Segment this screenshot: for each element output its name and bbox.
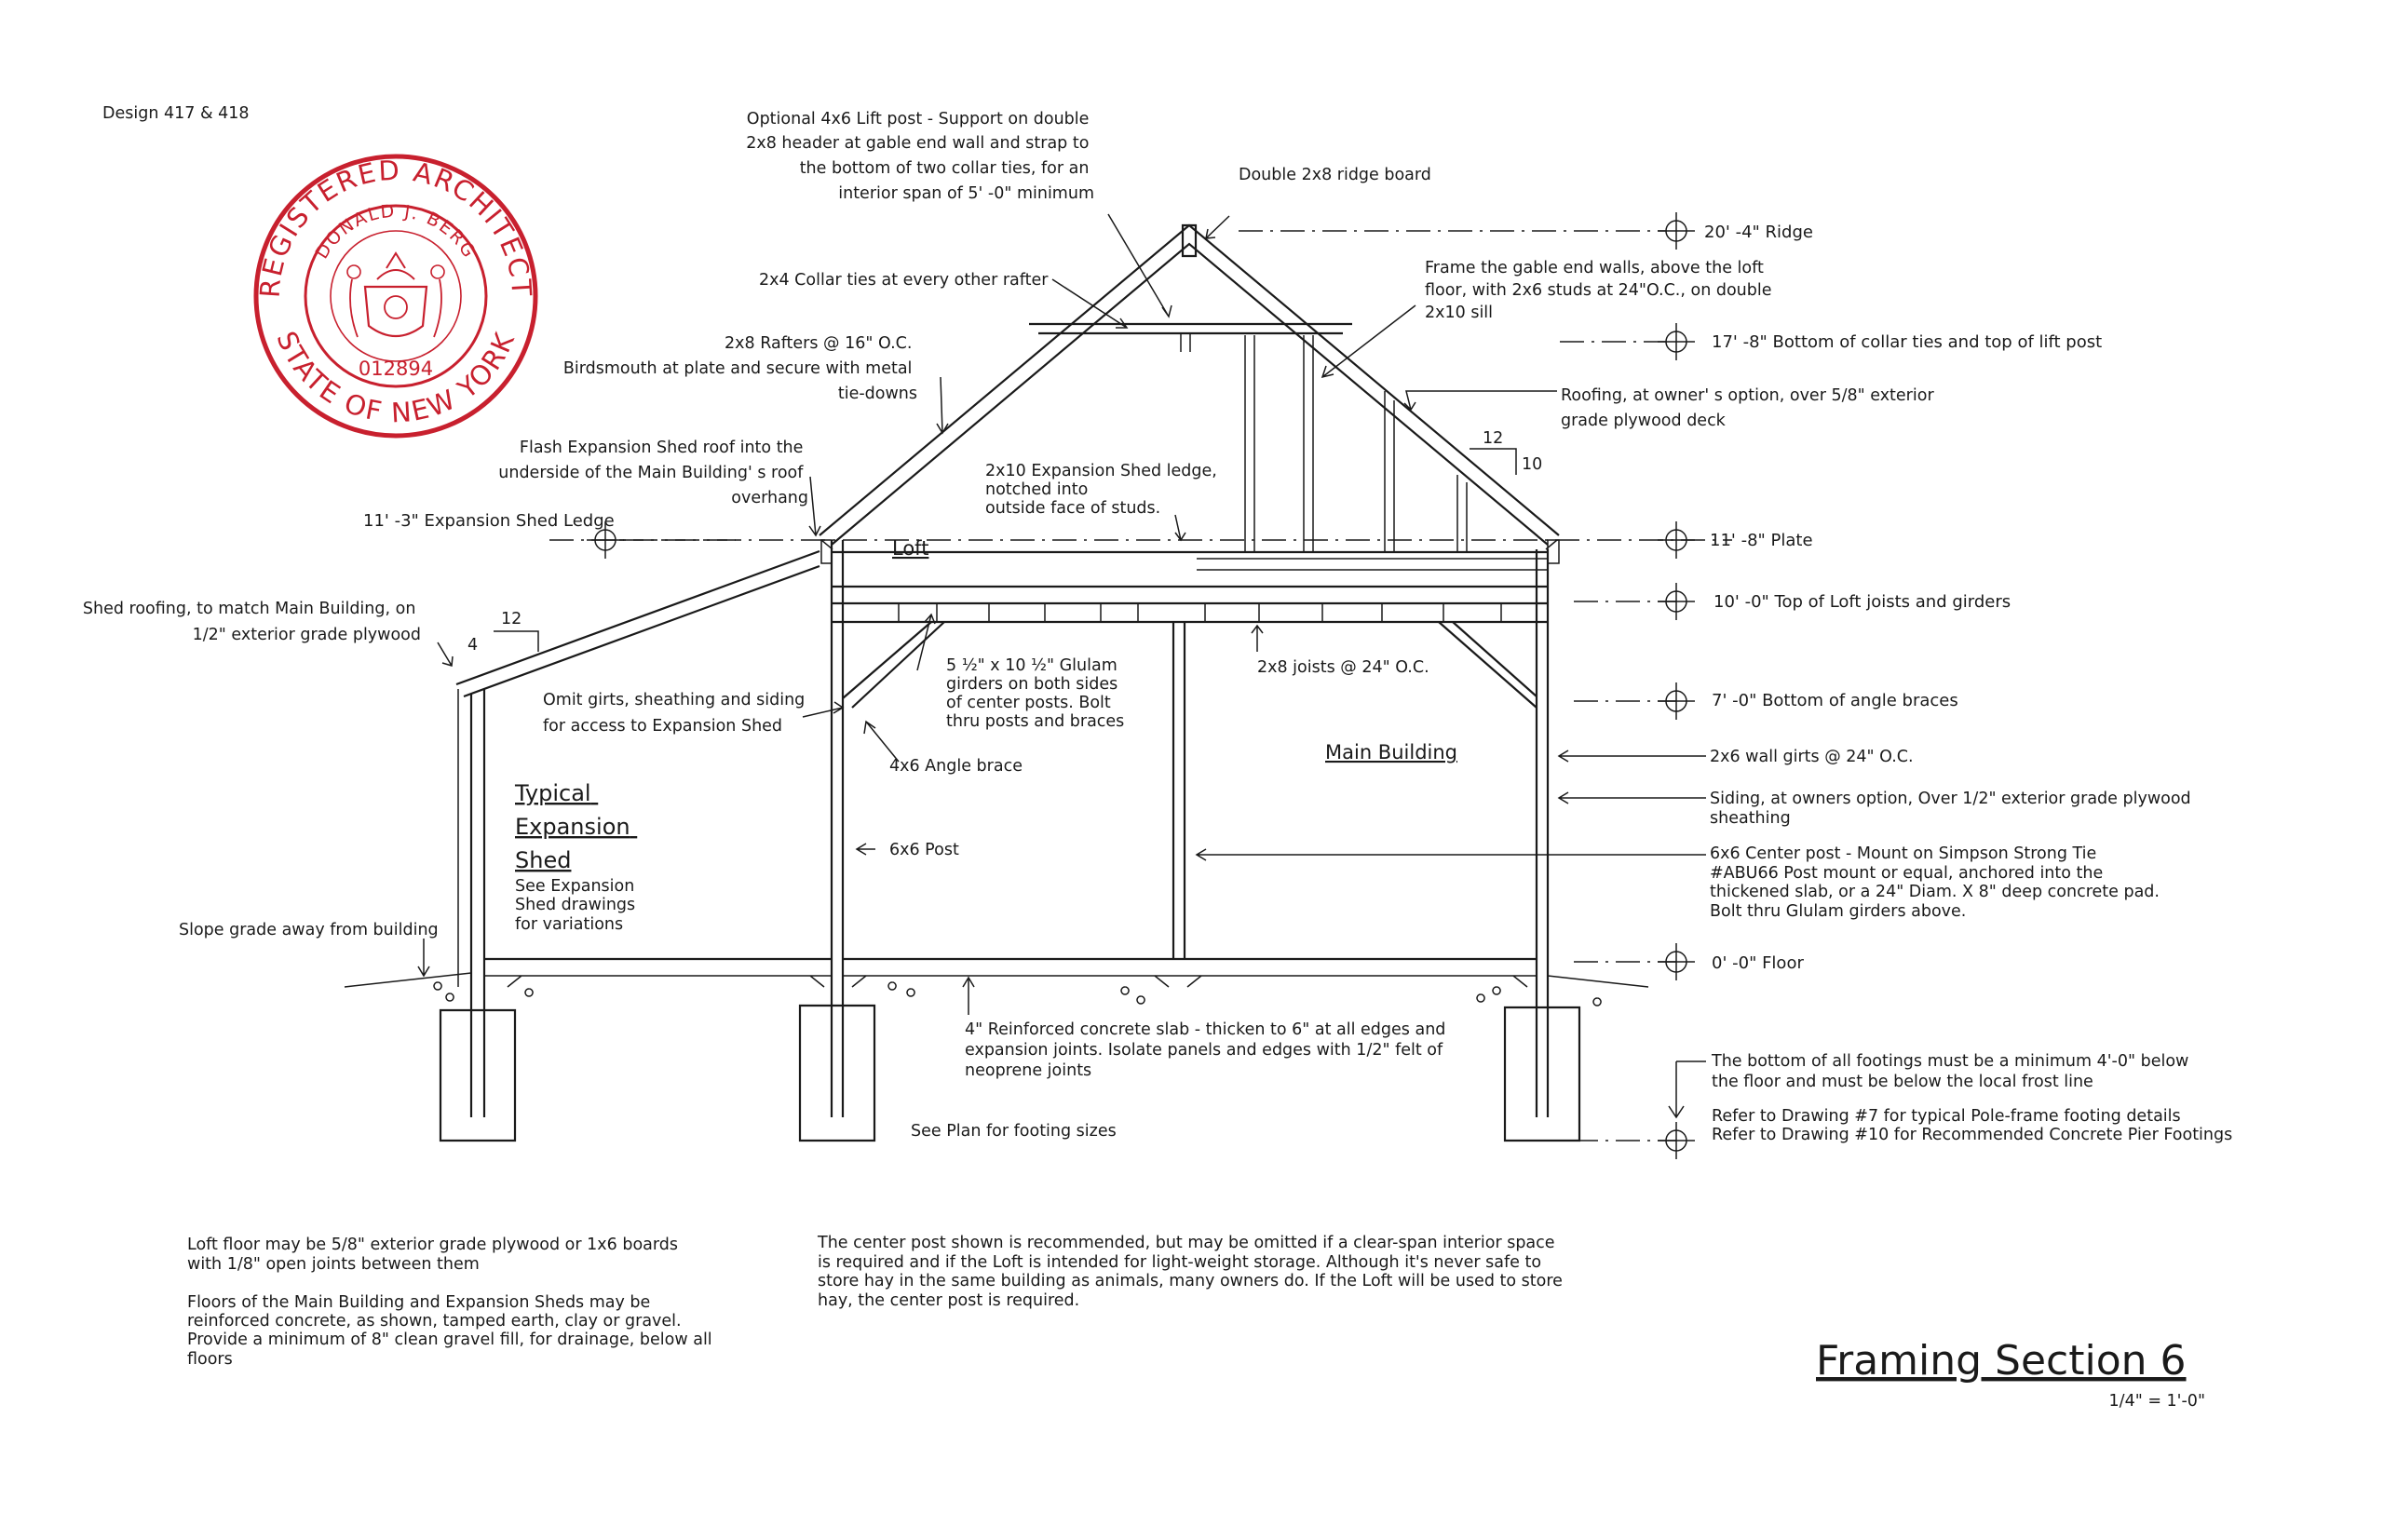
- label-shed-note: See Expansion Shed drawings for variatio…: [515, 877, 641, 934]
- callout-rafters: 2x8 Rafters @ 16" O.C. Birdsmouth at pla…: [563, 334, 917, 403]
- callout-siding: Siding, at owners option, Over 1/2" exte…: [1710, 790, 2196, 828]
- callout-collar-ties: 2x4 Collar ties at every other rafter: [759, 271, 1049, 290]
- callout-slab: 4" Reinforced concrete slab - thicken to…: [965, 1020, 1451, 1080]
- callout-lift-post: Optional 4x6 Lift post - Support on doub…: [746, 110, 1094, 203]
- callout-angle-brace: 4x6 Angle brace: [889, 757, 1023, 776]
- architect-stamp: REGISTERED ARCHITECT STATE OF NEW YORK D…: [253, 154, 538, 439]
- callout-omit-girts: Omit girts, sheathing and siding for acc…: [543, 691, 810, 736]
- level-markers: [549, 212, 1732, 1159]
- level-ridge: 20' -4" Ridge: [1704, 223, 1813, 242]
- label-shed-title: Typical Expansion Shed: [514, 780, 637, 873]
- gable-end-studs: [1244, 335, 1468, 552]
- callout-refer-drawings: Refer to Drawing #7 for typical Pole-fra…: [1712, 1107, 2232, 1144]
- angle-braces: [842, 621, 1537, 709]
- leader-lines: [417, 213, 1706, 1015]
- callout-joists: 2x8 joists @ 24" O.C.: [1257, 658, 1429, 677]
- design-label: Design 417 & 418: [102, 104, 250, 123]
- level-shed-ledge: 11' -3" Expansion Shed Ledge: [363, 511, 615, 531]
- main-pitch-rise: 10: [1522, 455, 1542, 474]
- shed-pitch-run: 12: [501, 610, 522, 628]
- callout-gable-framing: Frame the gable end walls, above the lof…: [1425, 259, 1777, 322]
- callout-ridge-board: Double 2x8 ridge board: [1239, 166, 1431, 184]
- state-seal-emblem: [346, 251, 445, 338]
- level-floor: 0' -0" Floor: [1712, 953, 1804, 973]
- level-plate: 11' -8" Plate: [1710, 531, 1813, 550]
- callout-footing-plan: See Plan for footing sizes: [911, 1122, 1117, 1141]
- level-loft-top: 10' -0" Top of Loft joists and girders: [1714, 592, 2011, 612]
- callout-footings: The bottom of all footings must be a min…: [1711, 1052, 2194, 1091]
- label-main-building: Main Building: [1325, 741, 1457, 763]
- main-pitch-run: 12: [1483, 429, 1503, 448]
- shed-pitch-rise: 4: [467, 636, 478, 655]
- level-collar-ties: 17' -8" Bottom of collar ties and top of…: [1712, 332, 2102, 352]
- expansion-shed: [455, 549, 832, 1117]
- loft-joists: [898, 603, 1502, 622]
- callout-6x6-post: 6x6 Post: [889, 841, 959, 859]
- note-center-post: The center post shown is recommended, bu…: [817, 1234, 1567, 1310]
- callout-roofing: Roofing, at owner' s option, over 5/8" e…: [1561, 386, 1939, 430]
- callout-flash: Flash Expansion Shed roof into the under…: [498, 439, 808, 507]
- label-loft: Loft: [892, 537, 928, 560]
- svg-text:REGISTERED ARCHITECT: REGISTERED ARCHITECT: [254, 155, 538, 299]
- callout-glulam: 5 ½" x 10 ½" Glulam girders on both side…: [946, 656, 1124, 731]
- callout-shed-roofing: Shed roofing, to match Main Building, on…: [83, 600, 421, 644]
- callout-wall-girts: 2x6 wall girts @ 24" O.C.: [1710, 748, 1914, 766]
- main-roof-pitch: 12 10: [1470, 429, 1542, 475]
- main-slab: [843, 957, 1537, 988]
- callout-center-post: 6x6 Center post - Mount on Simpson Stron…: [1710, 844, 2165, 921]
- note-loft-floor: Loft floor may be 5/8" exterior grade pl…: [187, 1236, 684, 1274]
- shed-roof-pitch: 12 4: [467, 610, 539, 655]
- drawing-scale: 1/4" = 1'-0": [2109, 1392, 2205, 1411]
- loft-floor: [832, 550, 1548, 624]
- note-floors: Floors of the Main Building and Expansio…: [187, 1293, 717, 1369]
- grade-line: [344, 972, 1649, 1006]
- main-posts: [820, 539, 1560, 1117]
- stamp-top-text: REGISTERED ARCHITECT: [254, 155, 536, 299]
- callout-shed-ledge: 2x10 Expansion Shed ledge, notched into …: [985, 462, 1222, 518]
- stamp-license-number: 012894: [359, 358, 433, 380]
- callout-slope-grade: Slope grade away from building: [179, 921, 439, 939]
- level-brace-bottom: 7' -0" Bottom of angle braces: [1712, 691, 1958, 710]
- drawing-title: Framing Section 6: [1816, 1337, 2187, 1385]
